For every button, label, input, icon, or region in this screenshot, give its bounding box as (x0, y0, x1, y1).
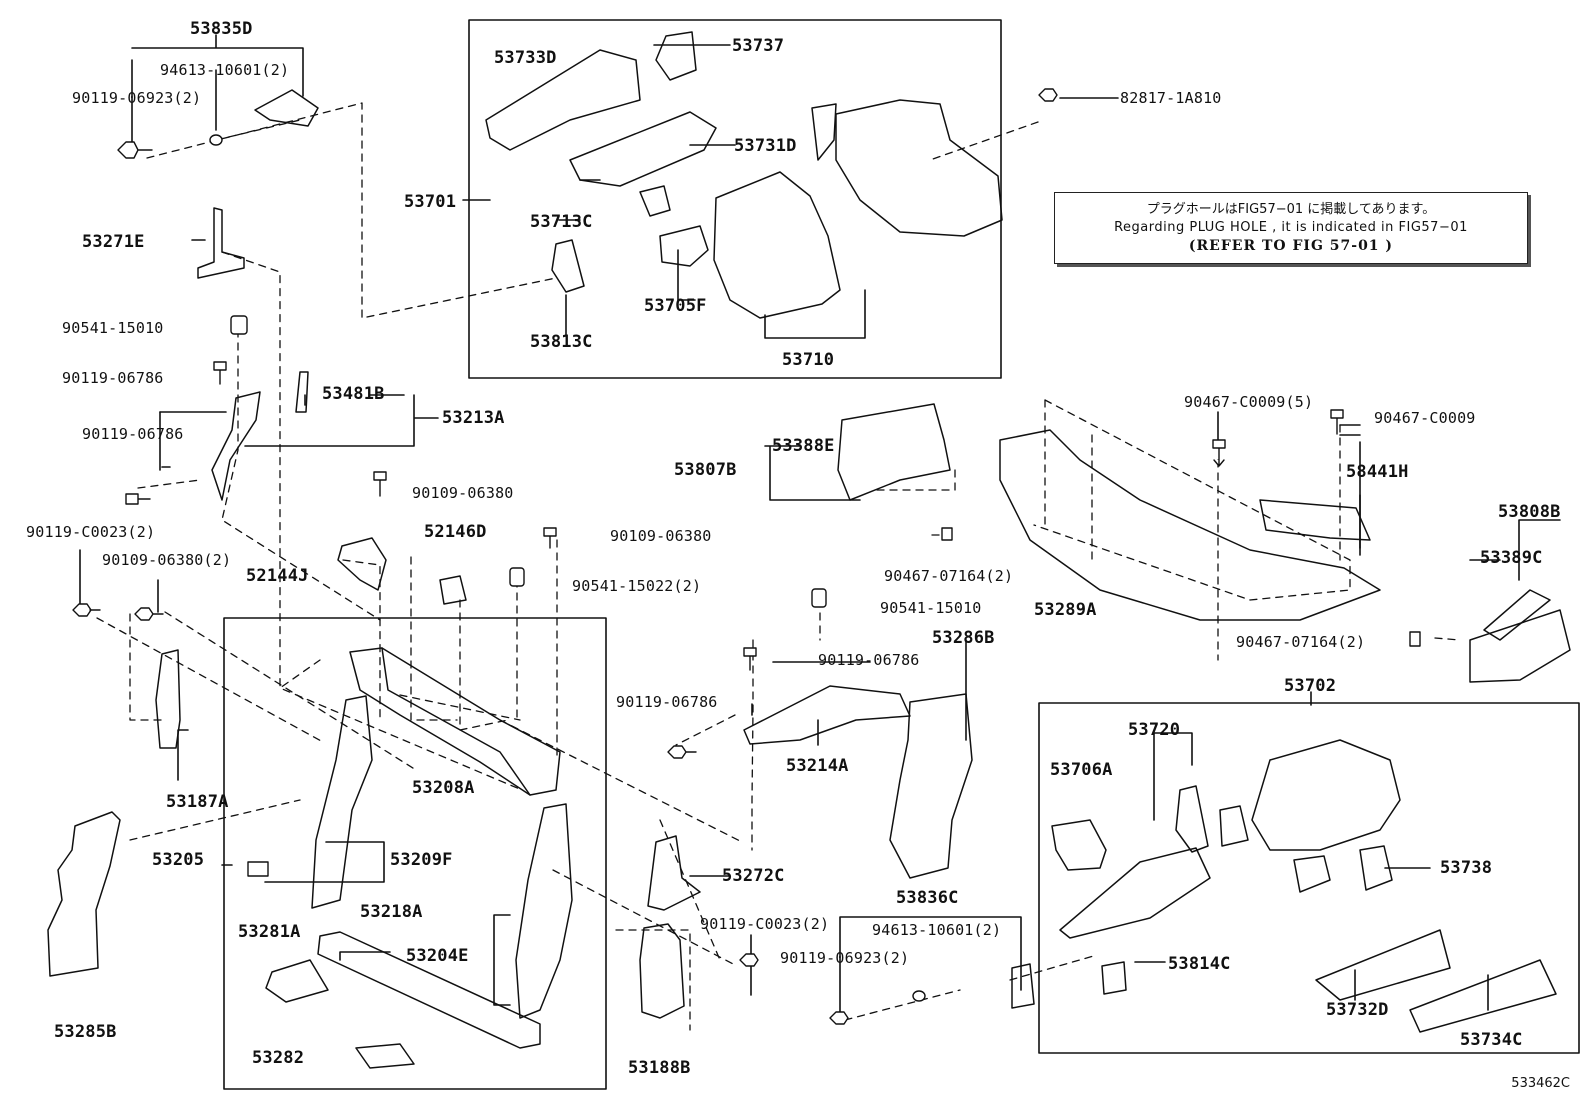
label-53218A: 53218A (360, 902, 423, 922)
label-53281A: 53281A (238, 922, 301, 942)
label-53285B: 53285B (54, 1022, 117, 1042)
label-90119-06786-center: 90119-06786 (818, 651, 920, 669)
label-53272C: 53272C (722, 866, 785, 886)
label-90119-06923-top: 90119-06923(2) (72, 89, 202, 107)
label-90109-06380-top: 90109-06380 (412, 484, 514, 502)
label-53705F: 53705F (644, 296, 707, 316)
label-53738: 53738 (1440, 858, 1493, 878)
notice-japanese: プラグホールはFIG57−01 に掲載してあります。 (1146, 202, 1436, 217)
label-53205: 53205 (152, 850, 205, 870)
label-53732D: 53732D (1326, 1000, 1389, 1020)
frame-53701 (468, 19, 1002, 379)
label-90109-06380-qty2: 90109-06380(2) (102, 551, 232, 569)
label-52146D: 52146D (424, 522, 487, 542)
label-53389C: 53389C (1480, 548, 1543, 568)
label-53835D: 53835D (190, 19, 253, 39)
frame-53205 (223, 617, 607, 1090)
label-53706A: 53706A (1050, 760, 1113, 780)
plug-hole-notice: プラグホールはFIG57−01 に掲載してあります。 Regarding PLU… (1054, 192, 1528, 264)
figure-id: 533462C (1511, 1076, 1570, 1091)
label-53713C: 53713C (530, 212, 593, 232)
label-53271E: 53271E (82, 232, 145, 252)
label-90119-C0023-left: 90119-C0023(2) (26, 523, 156, 541)
label-94613-10601-top: 94613-10601(2) (160, 61, 290, 79)
label-53204E: 53204E (406, 946, 469, 966)
label-90467-07164-right: 90467-07164(2) (1236, 633, 1366, 651)
label-53209F: 53209F (390, 850, 453, 870)
label-53733D: 53733D (494, 48, 557, 68)
label-53282: 53282 (252, 1048, 305, 1068)
label-90541-15010-center: 90541-15010 (880, 599, 982, 617)
label-53702: 53702 (1284, 676, 1337, 696)
label-53187A: 53187A (166, 792, 229, 812)
label-53213A: 53213A (442, 408, 505, 428)
label-53734C: 53734C (1460, 1030, 1523, 1050)
label-90467-C0009-qty5: 90467-C0009(5) (1184, 393, 1314, 411)
label-53731D: 53731D (734, 136, 797, 156)
label-53814C: 53814C (1168, 954, 1231, 974)
label-53188B: 53188B (628, 1058, 691, 1078)
label-53701: 53701 (404, 192, 457, 212)
label-90541-15022: 90541-15022(2) (572, 577, 702, 595)
label-53481B: 53481B (322, 384, 385, 404)
label-52144J: 52144J (246, 566, 309, 586)
label-94613-10601-bottom: 94613-10601(2) (872, 921, 1002, 939)
label-90119-C0023-center: 90119-C0023(2) (700, 915, 830, 933)
label-82817-1A810: 82817-1A810 (1120, 89, 1222, 107)
label-90119-06786-center-left: 90119-06786 (616, 693, 718, 711)
label-53208A: 53208A (412, 778, 475, 798)
label-90467-C0009: 90467-C0009 (1374, 409, 1476, 427)
label-53388E: 53388E (772, 436, 835, 456)
label-53808B: 53808B (1498, 502, 1561, 522)
label-90467-07164-center: 90467-07164(2) (884, 567, 1014, 585)
label-53813C: 53813C (530, 332, 593, 352)
label-90119-06786-left-lower: 90119-06786 (82, 425, 184, 443)
label-58441H: 58441H (1346, 462, 1409, 482)
label-53720: 53720 (1128, 720, 1181, 740)
frame-53702 (1038, 702, 1580, 1054)
label-90541-15010-left: 90541-15010 (62, 319, 164, 337)
notice-refer: (REFER TO FIG 57-01 ) (1188, 238, 1394, 254)
label-53289A: 53289A (1034, 600, 1097, 620)
label-53286B: 53286B (932, 628, 995, 648)
label-53737: 53737 (732, 36, 785, 56)
notice-english: Regarding PLUG HOLE , it is indicated in… (1114, 220, 1468, 235)
label-53710: 53710 (782, 350, 835, 370)
label-53807B: 53807B (674, 460, 737, 480)
label-90119-06923-bottom: 90119-06923(2) (780, 949, 910, 967)
label-53836C: 53836C (896, 888, 959, 908)
label-53214A: 53214A (786, 756, 849, 776)
label-90109-06380-right: 90109-06380 (610, 527, 712, 545)
label-90119-06786-left-upper: 90119-06786 (62, 369, 164, 387)
